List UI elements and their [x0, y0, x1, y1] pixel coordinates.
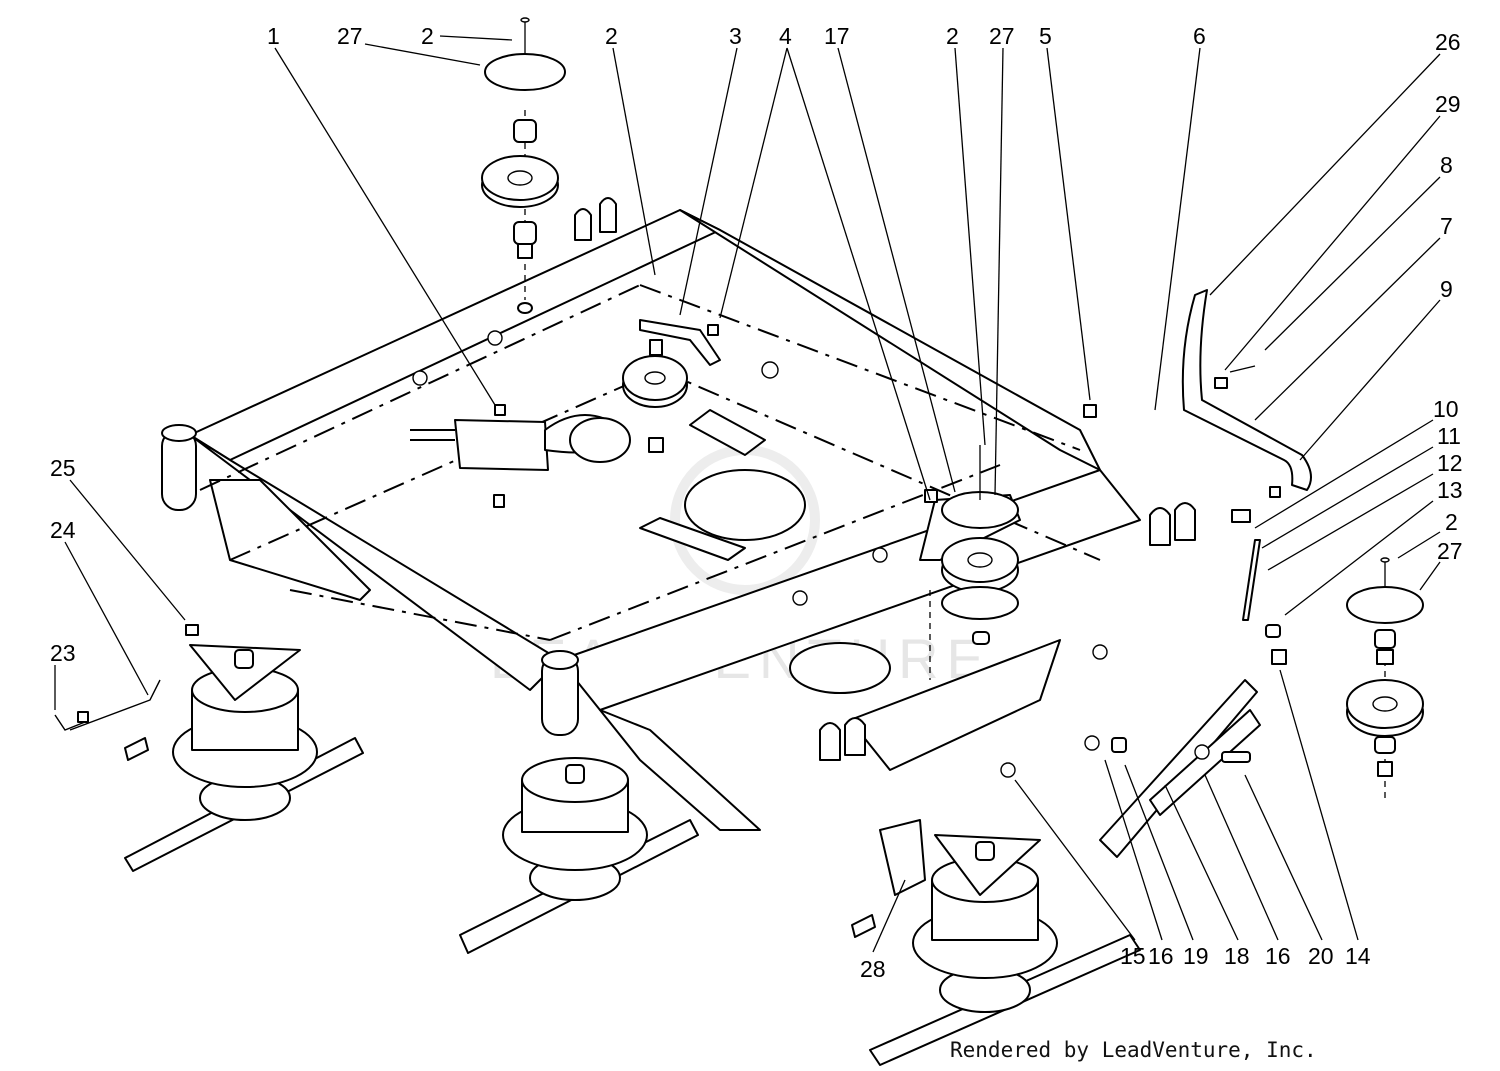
callout-2: 2	[421, 23, 434, 49]
callout-24: 24	[50, 517, 76, 543]
pulley-stack-right	[1346, 557, 1424, 777]
callout-1: 1	[267, 23, 280, 49]
idler-arm-assembly	[622, 319, 721, 453]
idler-pulley-stack-left	[481, 17, 566, 314]
callout-27: 27	[1437, 538, 1463, 564]
callout-11: 11	[1437, 423, 1461, 449]
callout-27: 27	[337, 23, 363, 49]
callout-5: 5	[1039, 23, 1052, 49]
deck-frame	[161, 197, 1196, 831]
callout-18: 18	[1224, 943, 1250, 969]
idler-pulley-right	[919, 404, 1097, 645]
lift-lever	[1000, 289, 1312, 858]
callout-15: 15	[1120, 943, 1146, 969]
callout-4: 4	[779, 23, 792, 49]
callout-17: 17	[824, 23, 850, 49]
callout-26: 26	[1435, 29, 1461, 55]
tensioner-assembly	[410, 404, 631, 508]
callout-9: 9	[1440, 276, 1453, 302]
callout-10: 10	[1433, 396, 1459, 422]
callout-29: 29	[1435, 91, 1461, 117]
callout-16: 16	[1148, 943, 1174, 969]
callout-28: 28	[860, 956, 886, 982]
callout-25: 25	[50, 455, 76, 481]
callout-12: 12	[1437, 450, 1463, 476]
spindle-center	[459, 757, 699, 954]
callout-6: 6	[1193, 23, 1206, 49]
callout-2: 2	[1445, 509, 1458, 535]
callout-23: 23	[50, 640, 76, 666]
spindle-right	[851, 819, 1141, 1066]
callout-labels: 1 27 2 2 3 4 17 2 27 5 6 26 29 8 7 9 10 …	[50, 23, 1463, 982]
callout-20: 20	[1308, 943, 1334, 969]
leader-lines	[54, 35, 1441, 953]
callout-13: 13	[1437, 477, 1463, 503]
callout-2: 2	[946, 23, 959, 49]
callout-14: 14	[1345, 943, 1371, 969]
spindle-left	[54, 624, 364, 872]
callout-19: 19	[1183, 943, 1209, 969]
callout-7: 7	[1440, 213, 1453, 239]
callout-8: 8	[1440, 152, 1453, 178]
callout-27: 27	[989, 23, 1015, 49]
render-credit: Rendered by LeadVenture, Inc.	[950, 1038, 1317, 1062]
callout-16: 16	[1265, 943, 1291, 969]
callout-3: 3	[729, 23, 742, 49]
callout-2: 2	[605, 23, 618, 49]
